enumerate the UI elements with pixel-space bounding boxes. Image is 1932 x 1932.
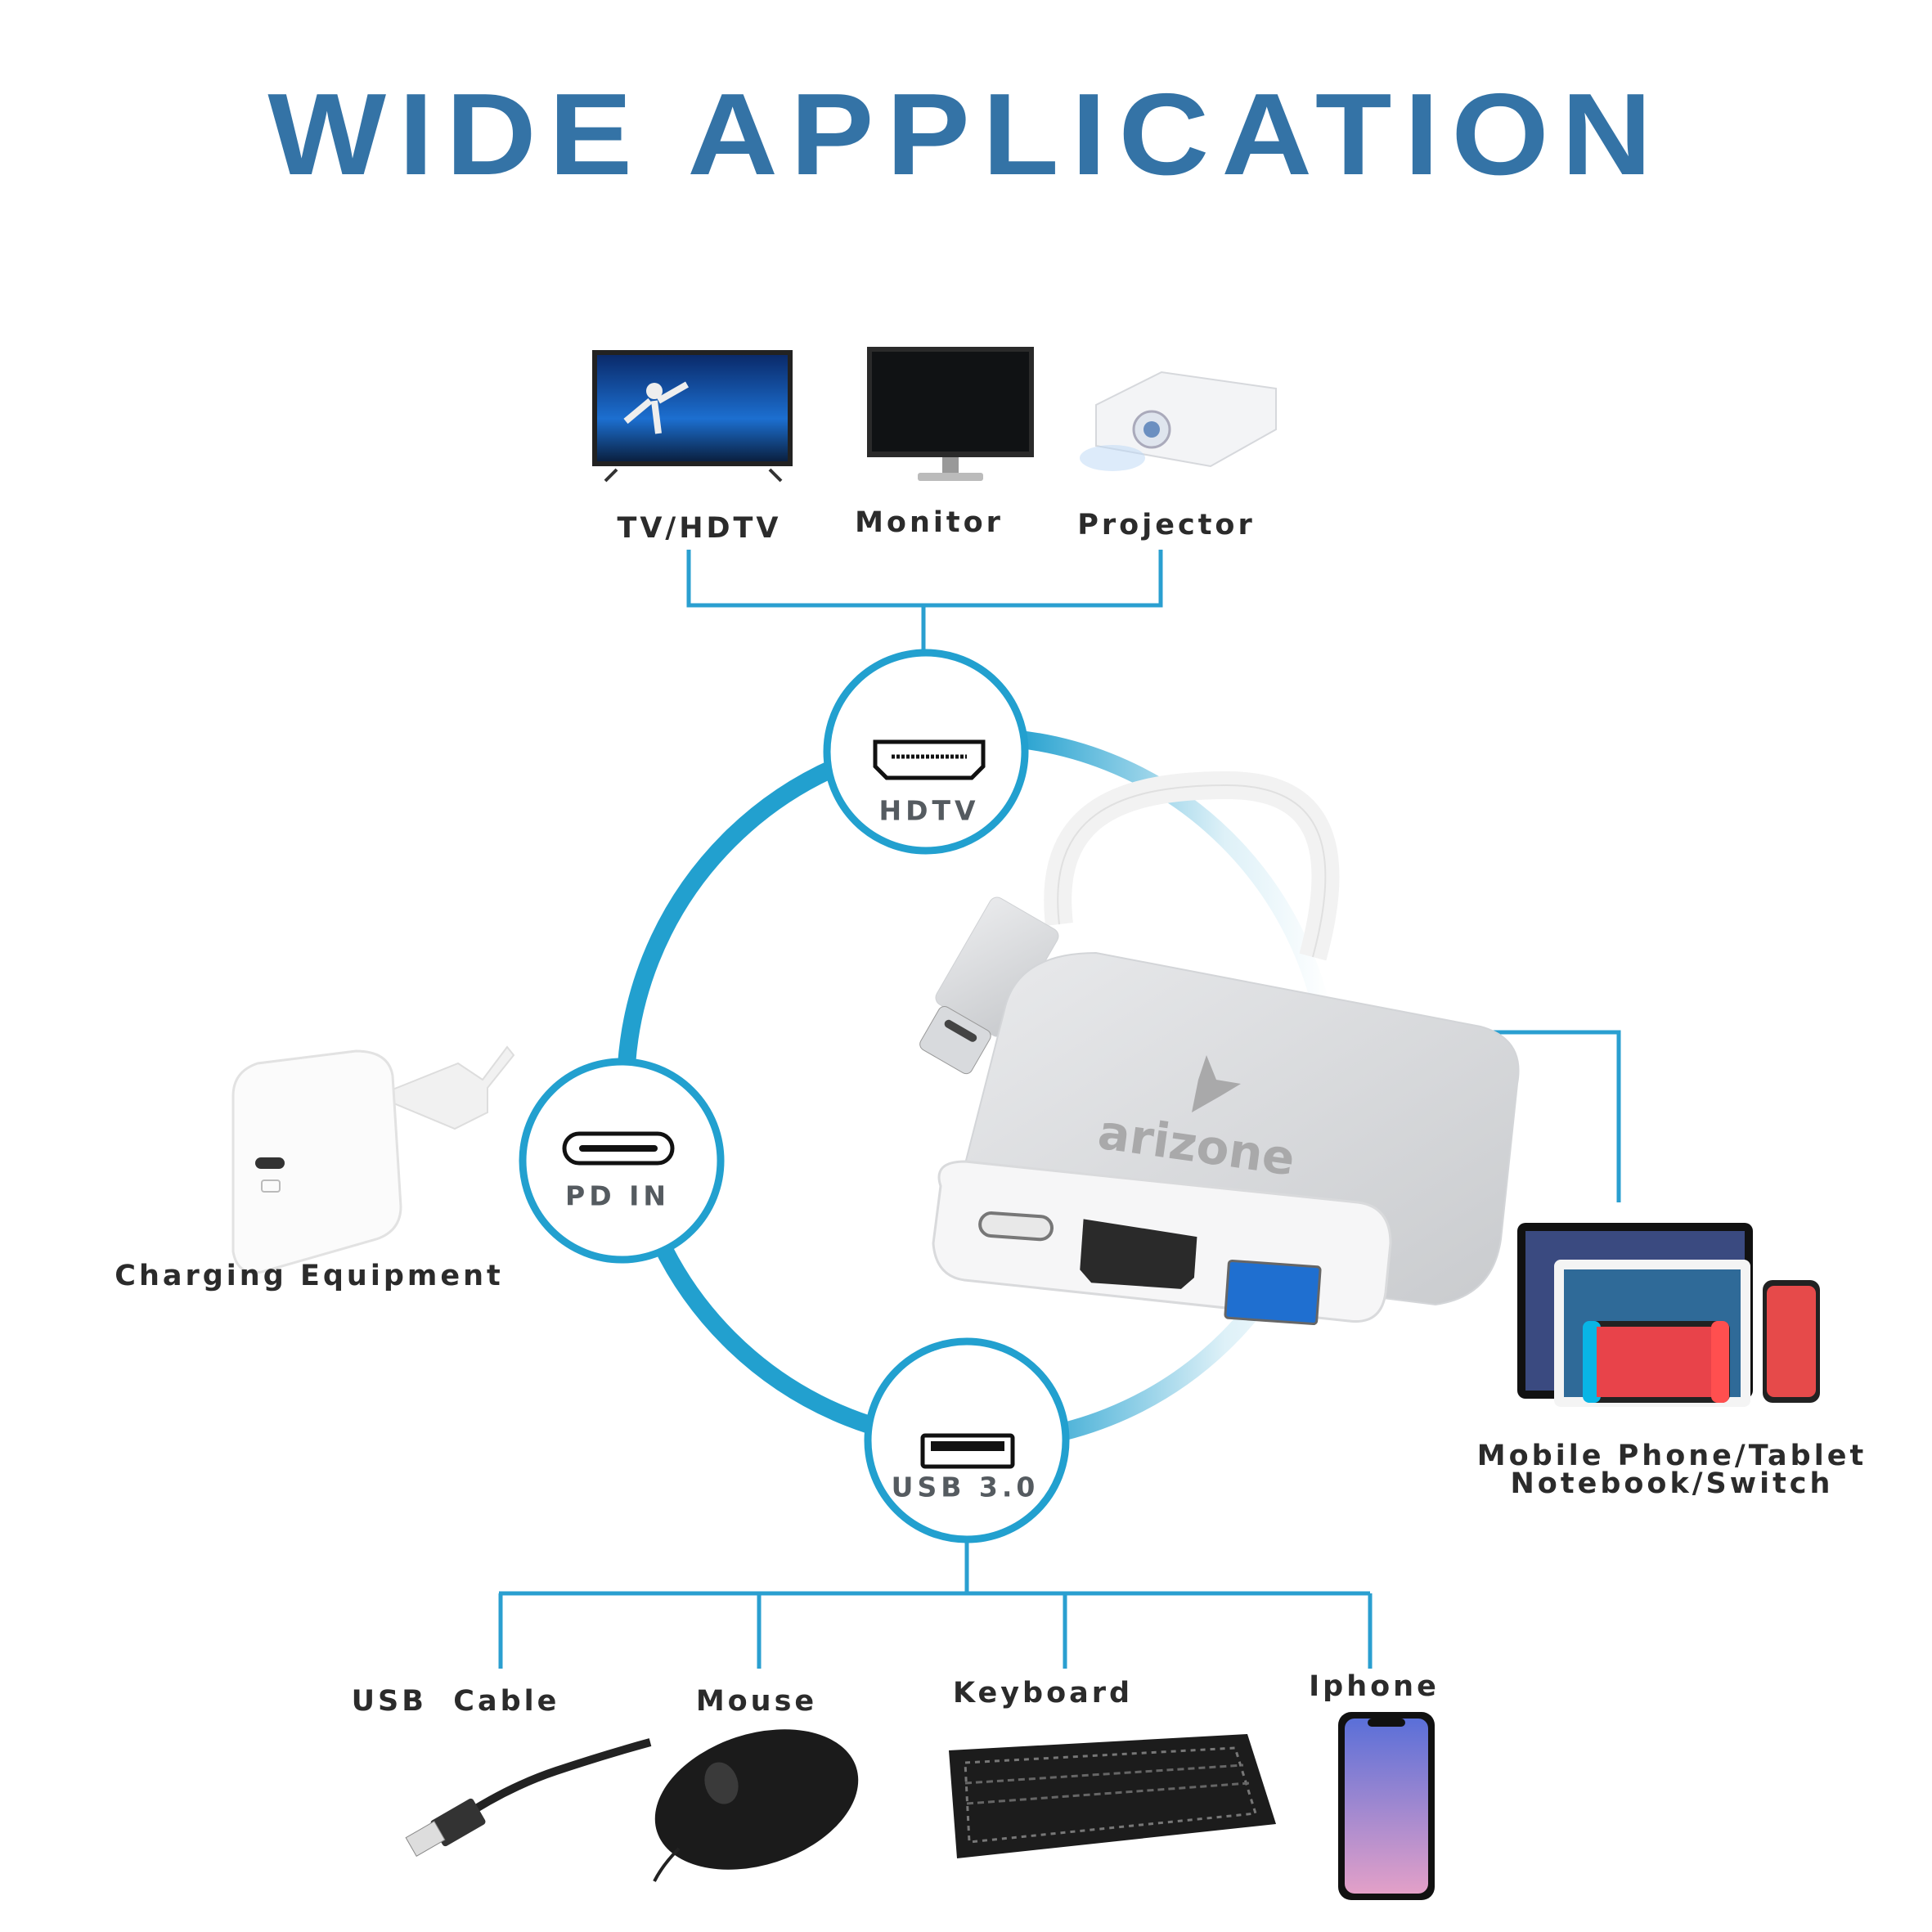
pd-in-port-label: PD IN xyxy=(565,1179,670,1212)
mobile-label-line1: Mobile Phone/Tablet xyxy=(1476,1440,1867,1472)
mobile-label-line2: Notebook/Switch xyxy=(1510,1467,1834,1500)
top-connector-lines xyxy=(686,550,1163,653)
page-title: WIDE APPLICATION xyxy=(267,70,1665,200)
tv-label: TV/HDTV xyxy=(617,512,782,545)
keyboard-icon xyxy=(949,1734,1276,1858)
usb-a-port-icon xyxy=(920,1433,1015,1469)
usb-c-adapter-image: arizone xyxy=(919,771,1520,1326)
usb-cable-icon xyxy=(405,1738,652,1857)
mobile-devices-icon xyxy=(1517,1223,1820,1407)
bird-logo-icon xyxy=(1192,1055,1241,1112)
iphone-icon xyxy=(1338,1712,1435,1900)
projector-label: Projector xyxy=(1077,509,1256,541)
projector-icon xyxy=(1080,371,1277,471)
tv-icon xyxy=(592,350,793,483)
hdtv-port-label: HDTV xyxy=(878,794,980,827)
charging-equipment-label: Charging Equipment xyxy=(115,1260,504,1292)
mobile-devices-label: Mobile Phone/Tablet Notebook/Switch xyxy=(1477,1442,1867,1498)
monitor-label: Monitor xyxy=(855,506,1004,539)
charger-icon xyxy=(231,1045,515,1274)
usb-cable-label: USB Cable xyxy=(351,1685,560,1718)
hdtv-port-circle xyxy=(823,649,1029,855)
bottom-connector-lines xyxy=(498,1539,1373,1669)
usb-c-port-icon xyxy=(562,1131,675,1166)
keyboard-label: Keyboard xyxy=(952,1677,1134,1710)
iphone-label: Iphone xyxy=(1309,1670,1440,1703)
mouse-icon xyxy=(653,1729,859,1882)
monitor-icon xyxy=(867,347,1034,481)
usb-port-label: USB 3.0 xyxy=(891,1471,1040,1503)
usb-port-circle xyxy=(864,1337,1070,1543)
mouse-label: Mouse xyxy=(695,1685,818,1718)
hdmi-port-icon xyxy=(873,739,986,780)
pd-in-port-circle xyxy=(519,1058,725,1264)
